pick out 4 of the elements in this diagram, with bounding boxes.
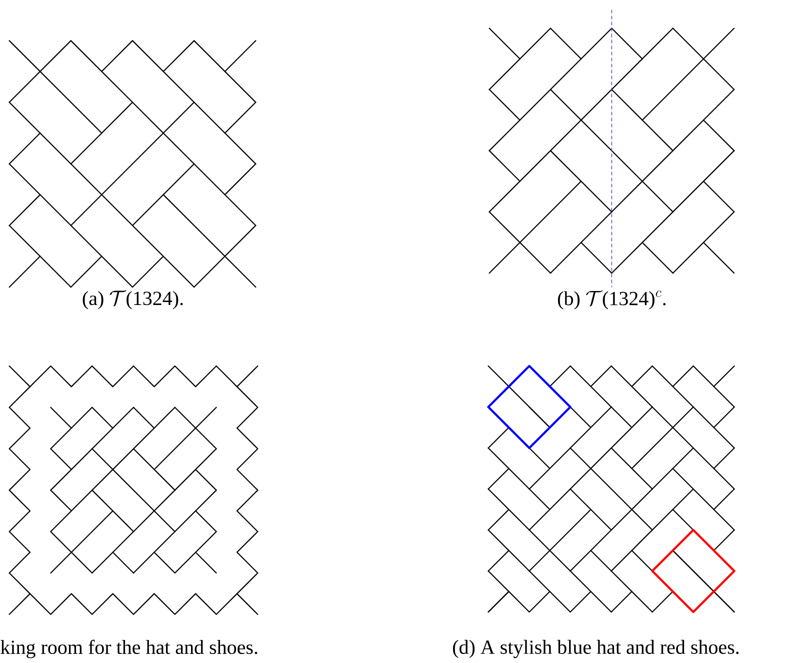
caption: king room for the hat and shoes. (0, 640, 258, 658)
caption: (d) A stylish blue hat and red shoes. (453, 640, 739, 658)
caption: $\text{(a) }\mathcal{T}\text{(1324).}$ (82, 290, 183, 310)
caption: $\text{(b) }\mathcal{T}\text{(1324)}^{c}\text{.}$ (558, 290, 666, 310)
